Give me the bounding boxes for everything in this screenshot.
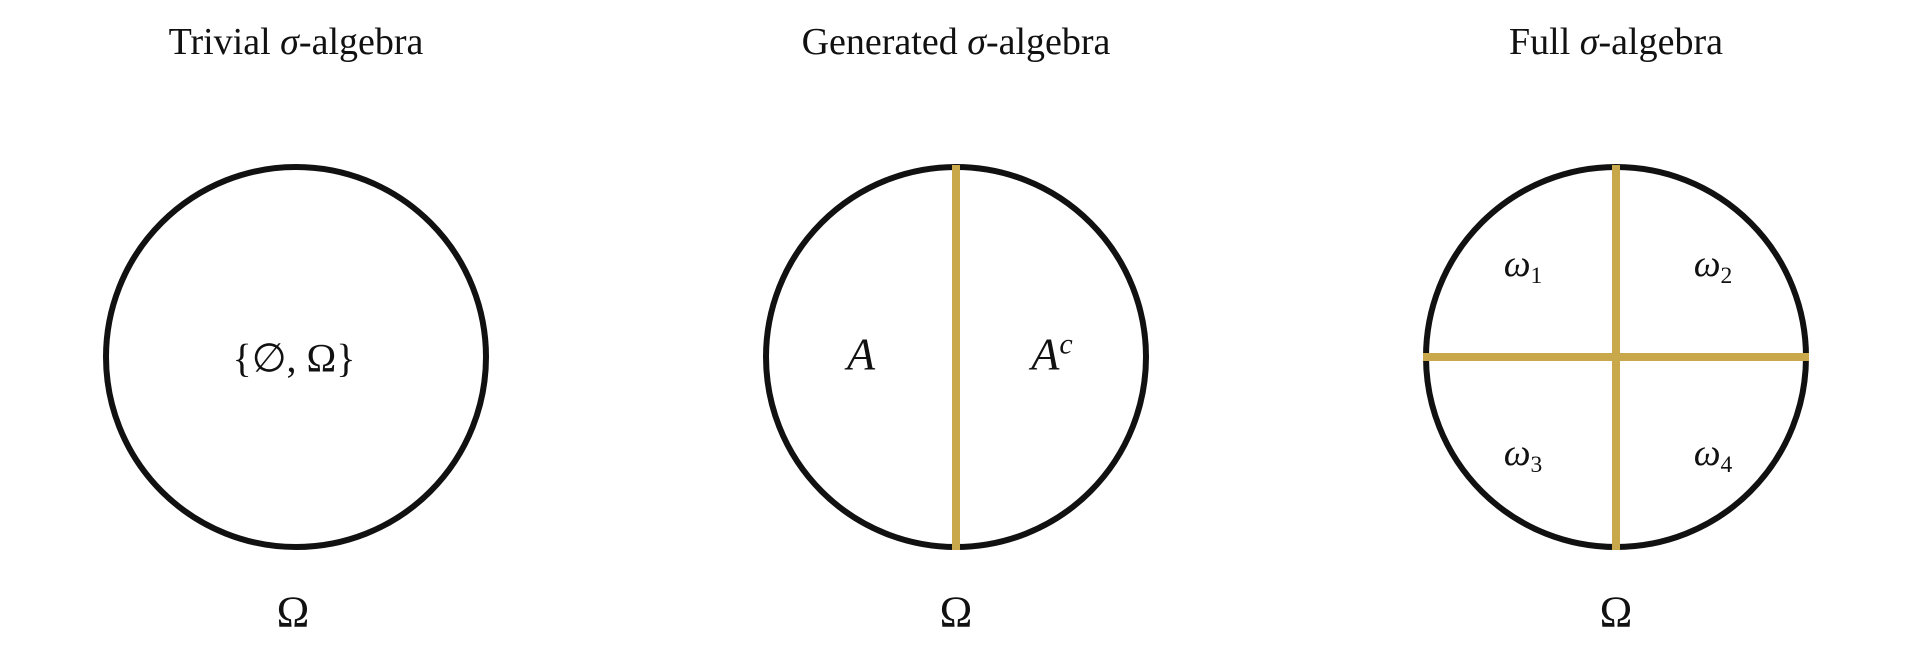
panel-full: Full σ-algebra bbox=[1416, 0, 1816, 665]
subscript: 3 bbox=[1530, 451, 1543, 478]
sample-space-circle-trivial bbox=[103, 164, 489, 550]
title-prefix: Generated bbox=[801, 21, 968, 63]
sample-space-label: Ω bbox=[1599, 587, 1633, 637]
sample-space-label: Ω bbox=[939, 587, 973, 637]
outcome-omega-3: ω3 bbox=[1504, 431, 1543, 479]
outcome-omega-4: ω4 bbox=[1694, 431, 1733, 479]
outcome-omega-2: ω2 bbox=[1694, 242, 1733, 290]
sigma-symbol: σ bbox=[1579, 21, 1599, 63]
sigma-symbol: σ bbox=[280, 21, 299, 63]
complement-base: A bbox=[1031, 328, 1060, 380]
sample-space-label: Ω bbox=[276, 587, 310, 637]
panel-title: Trivial σ-algebra bbox=[96, 20, 496, 64]
subscript: 2 bbox=[1720, 262, 1733, 289]
panel-trivial: Trivial σ-algebra bbox=[96, 0, 496, 665]
subscript: 1 bbox=[1530, 262, 1543, 289]
title-suffix: -algebra bbox=[298, 21, 424, 63]
panel-title: Full σ-algebra bbox=[1416, 20, 1816, 64]
event-a-complement-label: Ac bbox=[1031, 327, 1072, 380]
panel-generated: Generated σ-algebra bbox=[756, 0, 1156, 665]
omega-symbol: ω bbox=[1503, 243, 1531, 286]
outcome-omega-1: ω1 bbox=[1504, 242, 1543, 290]
complement-superscript: c bbox=[1059, 327, 1073, 361]
trivial-sigma-algebra-set: {∅, Ω} bbox=[232, 335, 356, 381]
panel-title: Generated σ-algebra bbox=[756, 20, 1156, 64]
subscript: 4 bbox=[1720, 451, 1733, 478]
title-suffix: -algebra bbox=[985, 21, 1111, 63]
omega-symbol: ω bbox=[1503, 432, 1531, 475]
omega-symbol: ω bbox=[1693, 432, 1721, 475]
omega-symbol: ω bbox=[1693, 243, 1721, 286]
title-prefix: Full bbox=[1509, 21, 1580, 63]
title-suffix: -algebra bbox=[1598, 21, 1723, 63]
title-prefix: Trivial bbox=[168, 21, 281, 63]
sigma-symbol: σ bbox=[967, 21, 986, 63]
event-a-label: A bbox=[846, 328, 876, 380]
